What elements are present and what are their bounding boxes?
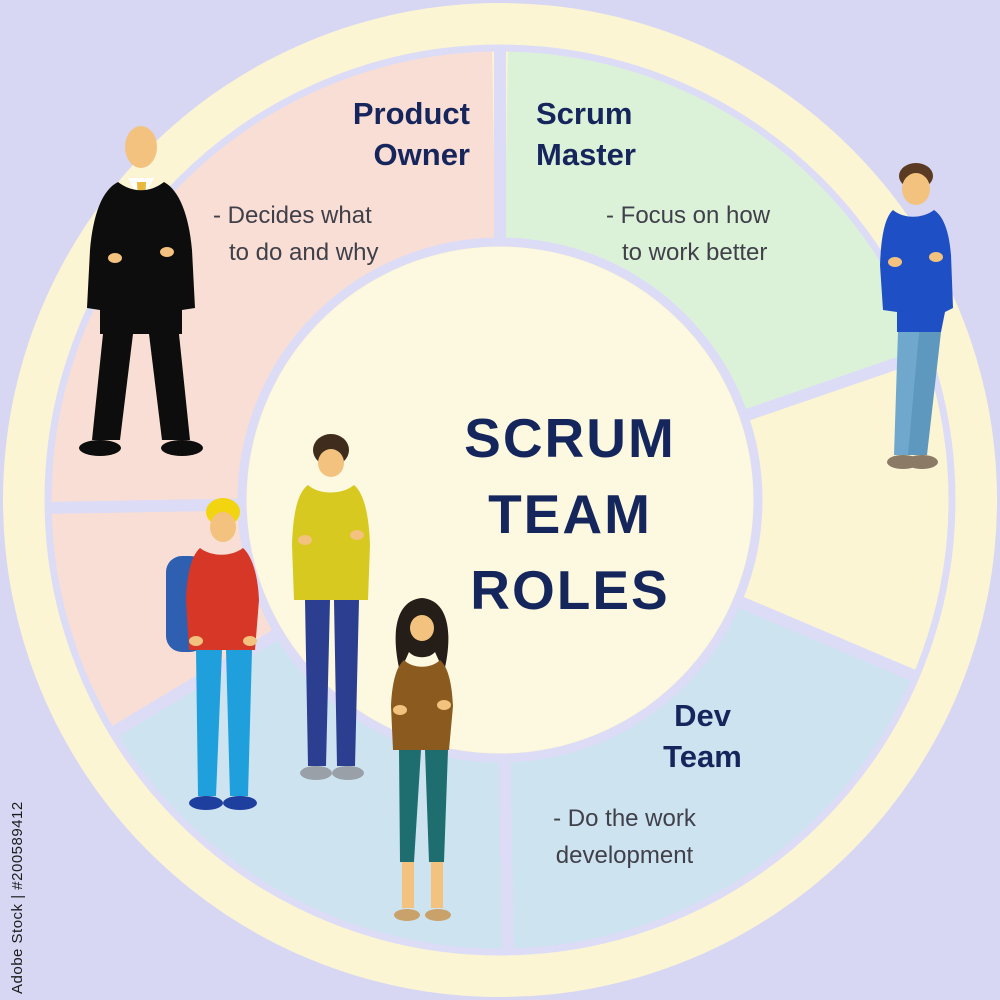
segment-scrum-master xyxy=(504,50,926,416)
blue-sweater-man-figure xyxy=(880,163,953,469)
product-owner-desc: - Decides what to do and why xyxy=(213,197,378,271)
product-owner-title-line2: Owner xyxy=(373,137,470,172)
woman-figure xyxy=(391,598,453,921)
scrum-master-title-line2: Master xyxy=(536,137,636,172)
scrum-master-desc-line1: - Focus on how xyxy=(606,202,771,229)
yellow-shirt-man-figure xyxy=(292,434,370,780)
scrum-master-title-line1: Scrum xyxy=(536,96,633,131)
inner-ring-divider xyxy=(237,237,763,763)
product-owner-title-line1: Product xyxy=(352,96,470,131)
dev-team-title: Dev Team xyxy=(630,695,775,777)
stock-watermark: Adobe Stock | #200589412 xyxy=(9,801,26,994)
dev-team-desc: - Do the work development xyxy=(517,800,732,874)
scrum-master-title: Scrum Master xyxy=(536,93,636,175)
segment-dev-team xyxy=(504,600,915,950)
scrum-master-desc: - Focus on how to work better xyxy=(606,197,770,271)
product-owner-title: Product Owner xyxy=(270,93,470,175)
dev-team-desc-line2: development xyxy=(555,842,694,869)
dev-team-desc-line1: - Do the work xyxy=(553,805,696,832)
center-title-line3: ROLES xyxy=(470,559,670,621)
center-title-line1: SCRUM xyxy=(464,407,676,469)
center-circle xyxy=(247,247,753,753)
dev-team-title-line1: Dev xyxy=(674,698,731,733)
product-owner-desc-line1: - Decides what xyxy=(213,202,372,229)
product-owner-desc-line2: to do and why xyxy=(229,239,379,266)
center-title-line2: TEAM xyxy=(488,483,652,545)
center-title: SCRUM TEAM ROLES xyxy=(430,400,710,628)
scrum-master-desc-line2: to work better xyxy=(622,239,768,266)
dev-team-title-line2: Team xyxy=(663,739,742,774)
businessman-figure xyxy=(79,126,203,456)
backpack-man-figure xyxy=(166,498,259,810)
outer-ring-divider xyxy=(44,44,956,956)
